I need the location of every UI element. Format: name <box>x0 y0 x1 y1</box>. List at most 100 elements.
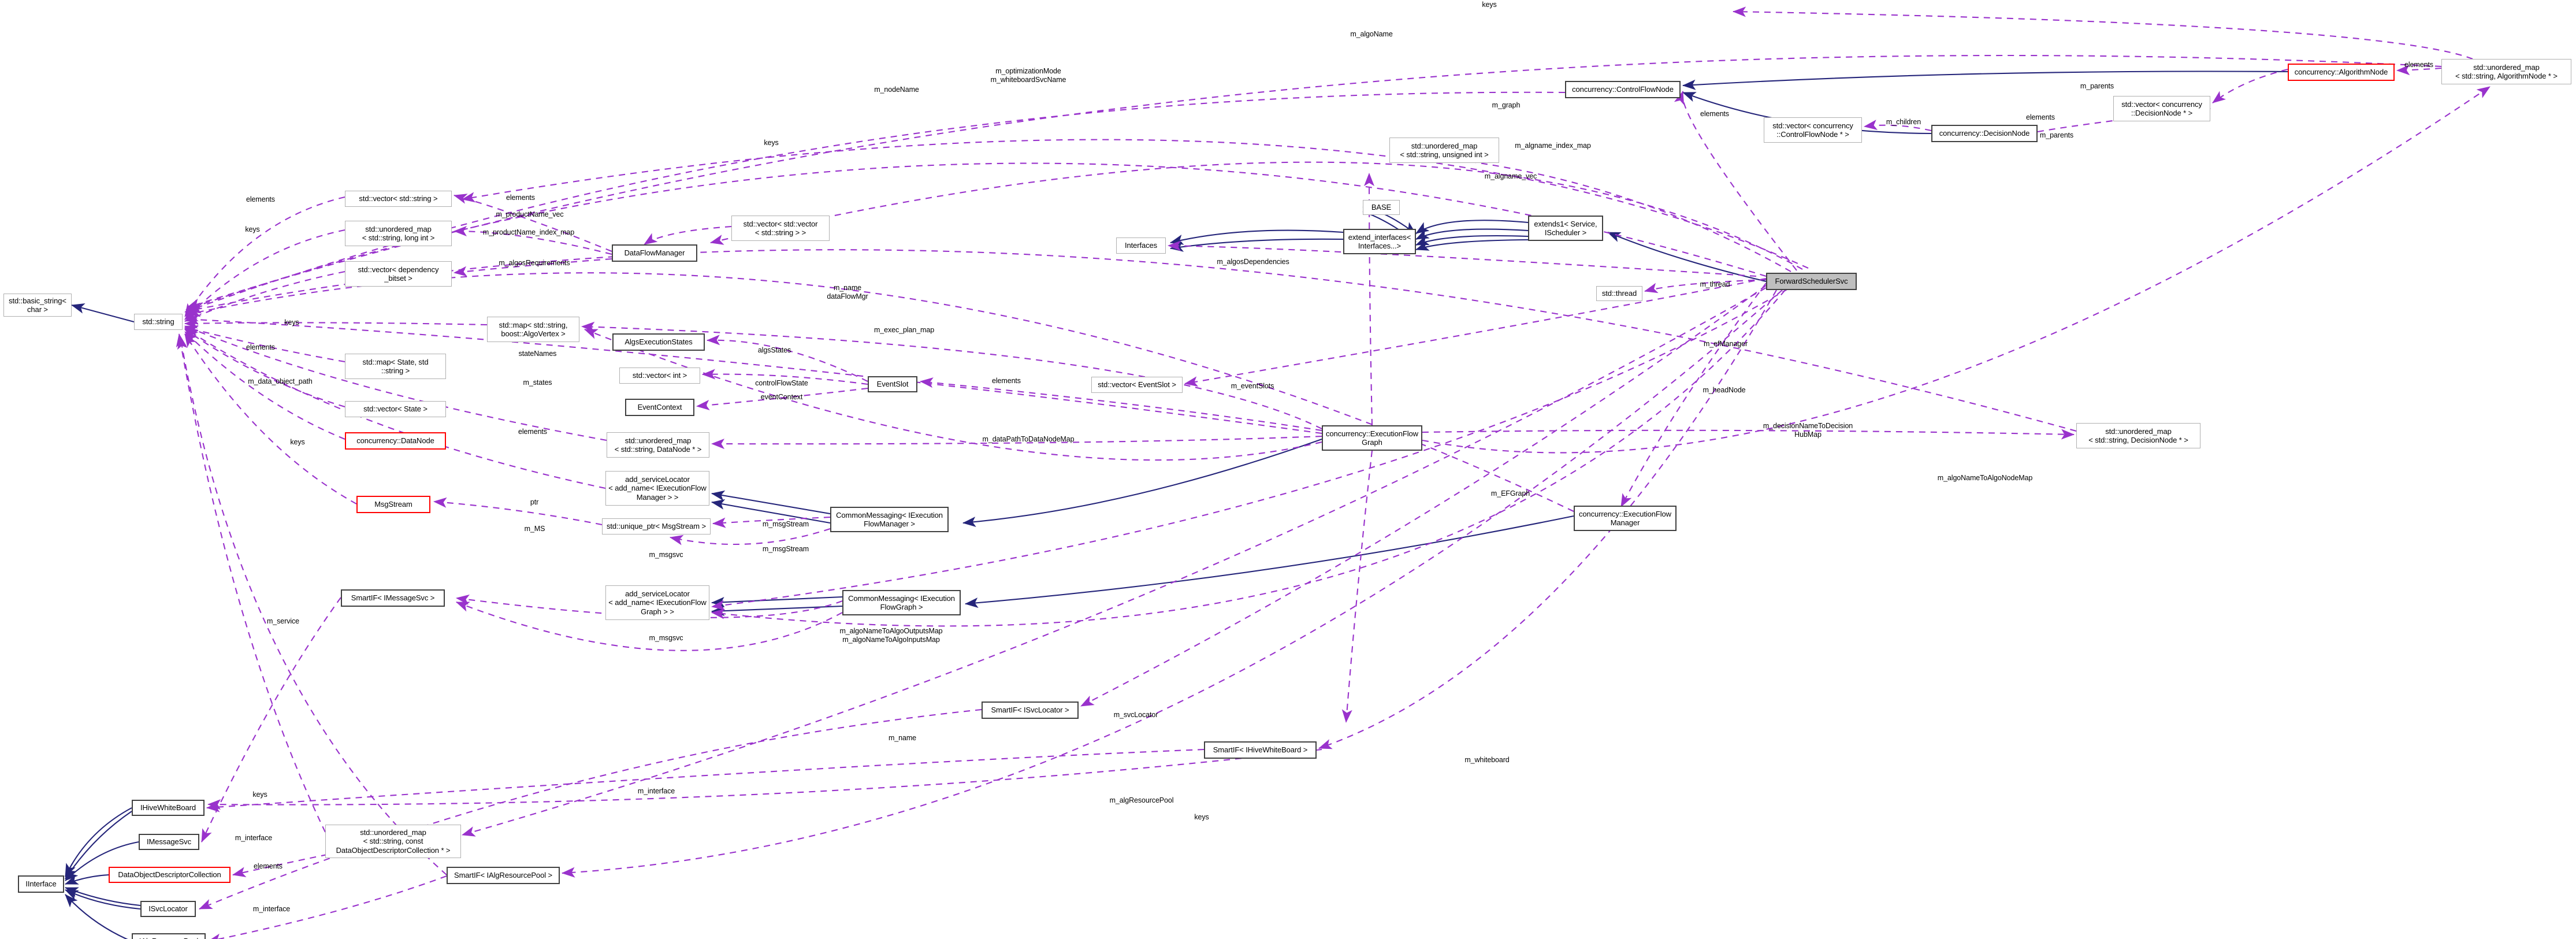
class-node-iinterface[interactable]: IInterface <box>18 875 64 893</box>
class-node-umap_str_long[interactable]: std::unordered_map < std::string, long i… <box>345 221 452 246</box>
class-node-umap_str_dodc[interactable]: std::unordered_map < std::string, const … <box>325 825 461 858</box>
class-node-basic_string[interactable]: std::basic_string< char > <box>3 294 72 317</box>
class-node-interfaces[interactable]: Interfaces <box>1116 237 1166 254</box>
edge-label: m_headNode <box>1703 386 1746 394</box>
class-node-map_state_string[interactable]: std::map< State, std ::string > <box>345 354 446 379</box>
class-node-ialgresourcepool[interactable]: IAlgResourcePool <box>132 933 206 939</box>
edge-label: keys <box>1482 1 1497 9</box>
usage-edges <box>176 6 2490 939</box>
edge-label: m_parents <box>2039 131 2074 139</box>
edge-label: m_efManager <box>1703 340 1748 348</box>
class-node-algsexecstates[interactable]: AlgsExecutionStates <box>612 333 705 351</box>
class-node-vec_int[interactable]: std::vector< int > <box>619 368 700 384</box>
edge-label: m_name dataFlowMgr <box>827 284 868 300</box>
edge-label: m_EFGraph <box>1490 489 1530 498</box>
class-node-imessagesvc[interactable]: IMessageSvc <box>139 834 199 850</box>
edge-label: m_thread <box>1700 280 1730 288</box>
edge-label: m_whiteboard <box>1464 756 1510 764</box>
class-node-efgraph[interactable]: concurrency::ExecutionFlow Graph <box>1322 425 1422 451</box>
edge-label: keys <box>1194 813 1209 821</box>
edge-label: elements <box>518 428 547 436</box>
class-node-ihivewhiteboard[interactable]: IHiveWhiteBoard <box>132 800 205 816</box>
class-node-umap_str_algnode[interactable]: std::unordered_map < std::string, Algori… <box>2441 59 2571 84</box>
class-node-fwdschedsvc[interactable]: ForwardSchedulerSvc <box>1766 273 1857 290</box>
class-node-umap_str_datanode[interactable]: std::unordered_map < std::string, DataNo… <box>607 432 709 458</box>
class-node-vec_dnode_ptr[interactable]: std::vector< concurrency ::DecisionNode … <box>2113 96 2210 121</box>
edge-label: elements <box>2404 61 2433 69</box>
class-node-vec_vec_string[interactable]: std::vector< std::vector < std::string >… <box>731 216 830 241</box>
edge-label: m_parents <box>2080 82 2114 90</box>
edge-label: m_msgsvc <box>649 551 683 559</box>
edge-label: m_service <box>266 617 300 625</box>
class-node-algorithmnode[interactable]: concurrency::AlgorithmNode <box>2288 64 2395 81</box>
edge-label: m_interface <box>252 905 291 913</box>
class-node-efmanager[interactable]: concurrency::ExecutionFlow Manager <box>1574 506 1677 531</box>
class-node-vec_state[interactable]: std::vector< State > <box>345 401 446 417</box>
class-node-smartif_msgsvc[interactable]: SmartIF< IMessageSvc > <box>341 589 445 607</box>
class-node-add_sl_efg[interactable]: add_serviceLocator < add_name< IExecutio… <box>605 585 709 620</box>
edge-label: keys <box>290 438 305 446</box>
edge-label: m_graph <box>1492 101 1521 109</box>
class-node-map_str_algovertex[interactable]: std::map< std::string, boost::AlgoVertex… <box>487 317 579 342</box>
class-node-extends1[interactable]: extends1< Service, IScheduler > <box>1528 216 1603 241</box>
class-node-vec_cfnode_ptr[interactable]: std::vector< concurrency ::ControlFlowNo… <box>1764 117 1862 143</box>
edge-label: m_dataPathToDataNodeMap <box>982 435 1075 443</box>
class-node-extend_interfaces[interactable]: extend_interfaces< Interfaces...> <box>1343 229 1416 254</box>
edge-label: m_states <box>523 378 552 387</box>
edge-label: m_msgStream <box>762 545 809 553</box>
edge-label: keys <box>764 139 779 147</box>
edge-label: m_nodeName <box>874 86 919 94</box>
edge-label: m_data_object_path <box>248 377 313 385</box>
class-node-isvclocator[interactable]: ISvcLocator <box>140 901 196 917</box>
class-node-controlflownode[interactable]: concurrency::ControlFlowNode <box>1565 81 1681 98</box>
class-node-dataflowmanager[interactable]: DataFlowManager <box>612 244 697 262</box>
edge-label: eventContext <box>760 393 803 401</box>
class-node-std_string[interactable]: std::string <box>134 314 183 330</box>
class-node-vec_eventslot[interactable]: std::vector< EventSlot > <box>1091 377 1183 393</box>
edge-label: m_algname_vec <box>1484 172 1537 180</box>
class-node-vec_string[interactable]: std::vector< std::string > <box>345 191 452 207</box>
edge-label: elements <box>1700 110 1729 118</box>
class-node-umap_str_decnode[interactable]: std::unordered_map < std::string, Decisi… <box>2076 423 2200 448</box>
edge-label: m_algoNameToAlgoNodeMap <box>1937 474 2033 482</box>
edge-label: m_algoName <box>1350 30 1393 38</box>
class-node-eventcontext[interactable]: EventContext <box>625 399 694 416</box>
class-node-smartif_hivewb[interactable]: SmartIF< IHiveWhiteBoard > <box>1204 741 1317 759</box>
class-node-smartif_algrespool[interactable]: SmartIF< IAlgResourcePool > <box>447 867 560 884</box>
edge-label: elements <box>2026 113 2055 121</box>
class-node-cm_efmanager[interactable]: CommonMessaging< IExecution FlowManager … <box>830 507 949 532</box>
edge-label: controlFlowState <box>755 379 808 387</box>
edge-label: m_interface <box>637 787 675 795</box>
edge-label: m_algname_index_map <box>1515 142 1591 150</box>
edge-label: elements <box>506 194 535 202</box>
edge-label: m_svcLocator <box>1113 711 1158 719</box>
class-node-smartif_svclocator[interactable]: SmartIF< ISvcLocator > <box>982 702 1079 719</box>
edge-label: m_optimizationMode m_whiteboardSvcName <box>990 67 1066 84</box>
edge-label: stateNames <box>518 350 557 358</box>
class-node-uptr_msgstream[interactable]: std::unique_ptr< MsgStream > <box>602 518 711 535</box>
edge-label: m_msgsvc <box>649 634 683 642</box>
edge-label: ptr <box>530 498 539 506</box>
edge-label: keys <box>252 790 267 799</box>
edge-label: m_msgStream <box>762 520 809 528</box>
class-node-umap_str_uint[interactable]: std::unordered_map < std::string, unsign… <box>1389 138 1499 163</box>
edge-label: m_decisionNameToDecision HubMap <box>1763 422 1853 439</box>
class-node-std_thread[interactable]: std::thread <box>1596 286 1642 301</box>
class-node-base[interactable]: BASE <box>1363 200 1400 215</box>
class-node-dodcollection[interactable]: DataObjectDescriptorCollection <box>109 867 231 883</box>
edge-label: m_MS <box>524 525 545 533</box>
edge-label: elements <box>246 343 275 351</box>
edge-label: elements <box>254 862 282 870</box>
class-node-eventslot[interactable]: EventSlot <box>868 376 917 392</box>
class-node-datanode[interactable]: concurrency::DataNode <box>345 432 446 450</box>
class-node-vec_depbitset[interactable]: std::vector< dependency _bitset > <box>345 261 452 287</box>
edge-label: m_exec_plan_map <box>873 326 935 334</box>
class-node-cm_efgraph[interactable]: CommonMessaging< IExecution FlowGraph > <box>842 590 961 615</box>
class-node-decisionnode[interactable]: concurrency::DecisionNode <box>1931 125 2038 142</box>
edge-label: elements <box>246 195 275 203</box>
class-node-add_sl_efm[interactable]: add_serviceLocator < add_name< IExecutio… <box>605 471 709 506</box>
edge-label: m_algResourcePool <box>1109 796 1174 804</box>
class-node-msgstream[interactable]: MsgStream <box>356 496 430 513</box>
